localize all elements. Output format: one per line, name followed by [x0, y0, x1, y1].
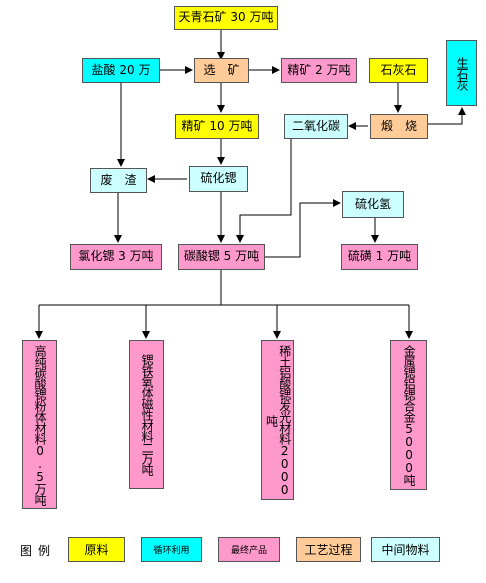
legend-recycle: 循环利用	[141, 537, 202, 562]
node-sulfur: 硫磺 1 万吨	[341, 244, 418, 270]
legend-final-product: 最终产品	[218, 537, 280, 562]
node-carbon-dioxide: 二氧化碳	[284, 114, 348, 139]
node-product-high-purity-carbonate: 高纯碳酸锶粉体材料0.5万吨	[22, 340, 57, 509]
node-concentrate-10: 精矿 10 万吨	[175, 114, 259, 139]
legend-raw: 原料	[68, 537, 125, 562]
legend-title: 图例	[20, 544, 57, 558]
node-waste-residue: 废 渣	[90, 168, 147, 193]
node-strontium-chloride: 氯化锶 3 万吨	[70, 244, 162, 270]
node-hydrochloric-acid: 盐酸 20 万	[82, 58, 160, 83]
node-beneficiation: 选 矿	[194, 58, 249, 83]
node-strontium-sulfide: 硫化锶	[189, 166, 248, 192]
legend-intermediate: 中间物料	[371, 537, 440, 562]
node-strontium-carbonate: 碳酸锶 5 万吨	[178, 244, 265, 270]
node-tianqing-ore: 天青石矿 30 万吨	[174, 6, 278, 30]
node-quicklime: 生石灰	[446, 40, 477, 106]
node-concentrate-2: 精矿 2 万吨	[281, 58, 357, 83]
node-product-luminescent: 稀土铝酸锶发光材料2000吨	[261, 340, 294, 500]
node-product-metal-alloy: 金属锶铝锶合金5000吨	[390, 340, 427, 490]
node-calcination: 煅 烧	[370, 114, 428, 139]
node-product-ferrite-magnetic: 锶铁氧体磁性材料二万吨	[129, 340, 164, 489]
node-limestone: 石灰石	[369, 58, 428, 83]
node-hydrogen-sulfide: 硫化氢	[342, 191, 404, 218]
legend-process: 工艺过程	[296, 537, 361, 562]
